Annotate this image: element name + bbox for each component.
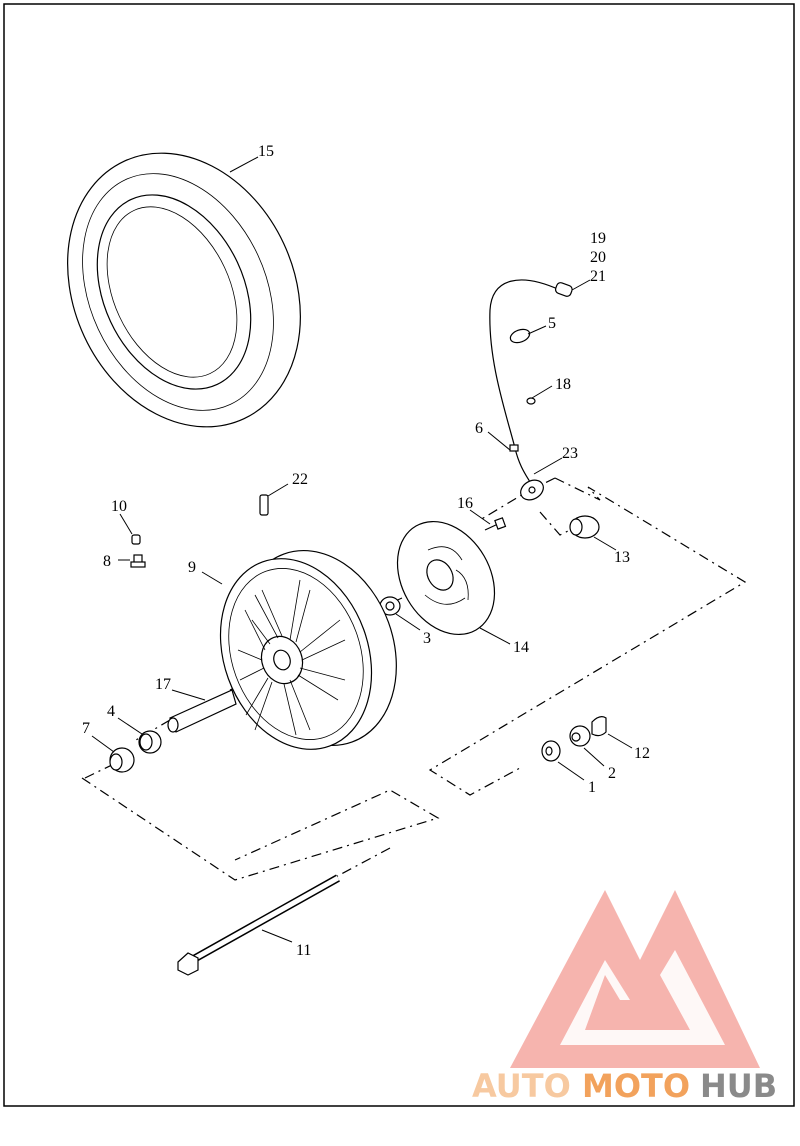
callout-5: 5 bbox=[548, 315, 556, 332]
callout-17: 17 bbox=[155, 676, 171, 693]
callout-22: 22 bbox=[292, 471, 308, 488]
callout-20: 20 bbox=[590, 249, 606, 266]
callout-23: 23 bbox=[562, 445, 578, 462]
callout-13: 13 bbox=[614, 549, 630, 566]
watermark-moto: MOTO bbox=[582, 1067, 690, 1105]
spacer-13 bbox=[569, 515, 600, 539]
callout-1: 1 bbox=[588, 779, 596, 796]
callout-12: 12 bbox=[634, 745, 650, 762]
callout-labels: 15 19 20 21 5 18 6 23 22 10 16 8 9 13 3 … bbox=[82, 143, 650, 959]
tire bbox=[67, 152, 301, 428]
watermark-auto: AUTO bbox=[472, 1067, 571, 1105]
callout-3: 3 bbox=[423, 630, 431, 647]
leader-lines bbox=[91, 156, 633, 943]
callout-8: 8 bbox=[103, 553, 111, 570]
callout-7: 7 bbox=[82, 720, 90, 737]
cast-wheel bbox=[219, 549, 397, 750]
diagram-border bbox=[3, 3, 795, 1107]
callout-11: 11 bbox=[296, 942, 311, 959]
callout-16: 16 bbox=[457, 495, 473, 512]
bearing-3 bbox=[379, 596, 401, 616]
callout-10: 10 bbox=[111, 498, 127, 515]
callout-14: 14 bbox=[513, 639, 529, 656]
watermark-hub: HUB bbox=[700, 1067, 777, 1105]
spacer-7 bbox=[109, 747, 135, 773]
wheel-key bbox=[259, 494, 269, 516]
front-axle bbox=[177, 874, 340, 976]
callout-4: 4 bbox=[107, 703, 115, 720]
callout-19: 19 bbox=[590, 230, 606, 247]
callout-2: 2 bbox=[608, 765, 616, 782]
callout-18: 18 bbox=[555, 376, 571, 393]
rotor-screw bbox=[484, 517, 507, 531]
valve-stem bbox=[130, 534, 146, 568]
axle-nut-washers bbox=[541, 716, 607, 762]
callout-6: 6 bbox=[475, 420, 483, 437]
wheel-speed-sensor-cable bbox=[489, 279, 573, 501]
watermark-logo bbox=[510, 890, 760, 1068]
watermark-text: AUTO MOTO HUB bbox=[472, 1067, 777, 1105]
callout-9: 9 bbox=[188, 559, 196, 576]
axle-spacer-tube bbox=[167, 689, 237, 733]
callout-21: 21 bbox=[590, 268, 606, 285]
callout-15: 15 bbox=[258, 143, 274, 160]
brake-rotor bbox=[396, 520, 496, 636]
bearing-4 bbox=[138, 730, 162, 754]
